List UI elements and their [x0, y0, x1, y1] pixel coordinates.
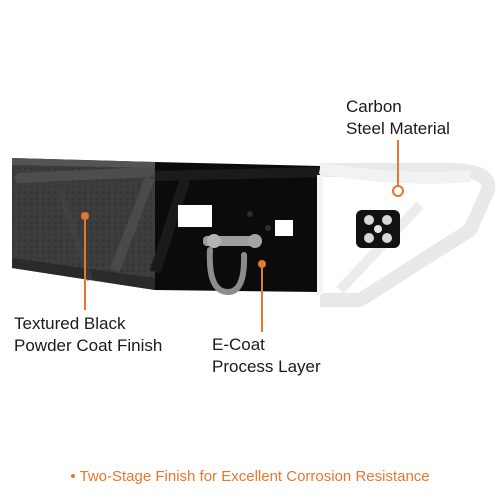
- callout-textured-label: Textured Black Powder Coat Finish: [14, 313, 162, 357]
- callout-textured-line2: Powder Coat Finish: [14, 336, 163, 355]
- callout-material-label: Carbon Steel Material: [346, 96, 450, 140]
- callout-material-line2: Steel Material: [346, 119, 450, 138]
- textured-section: [12, 158, 155, 290]
- callout-textured-line1: Textured Black: [14, 314, 126, 333]
- ecoat-section: [149, 162, 321, 296]
- d-ring-shackle-icon: [203, 234, 262, 296]
- plate-cutout: [178, 205, 212, 227]
- callout-ecoat-line2: Process Layer: [212, 357, 321, 376]
- footer-caption: • Two-Stage Finish for Excellent Corrosi…: [70, 468, 430, 485]
- led-cube-light-icon: [356, 210, 400, 248]
- callout-textured-marker: [81, 212, 89, 310]
- steel-section: [317, 162, 496, 307]
- callout-material-marker: [392, 140, 404, 197]
- plate-cutout: [275, 220, 293, 236]
- callout-material-line1: Carbon: [346, 97, 402, 116]
- callout-ecoat-line1: E-Coat: [212, 335, 265, 354]
- callout-ecoat-label: E-Coat Process Layer: [212, 334, 321, 378]
- callout-ecoat-marker: [258, 260, 266, 332]
